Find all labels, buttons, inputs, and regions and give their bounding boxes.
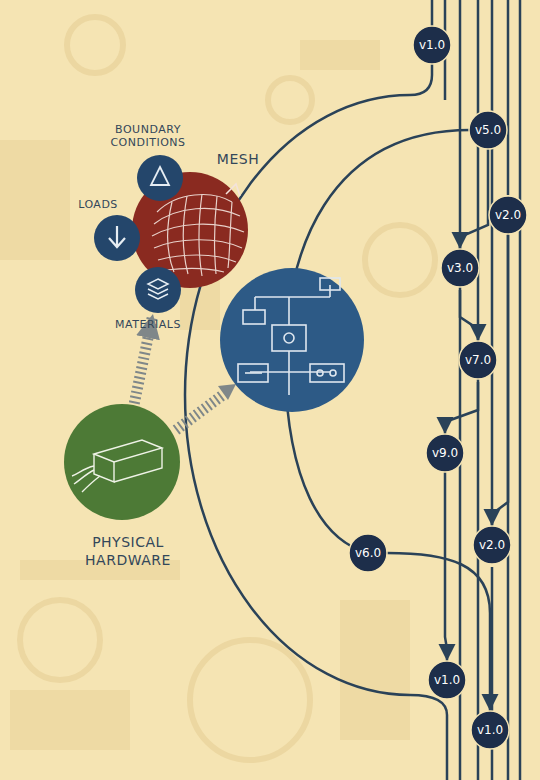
boundary-conditions-circle: BOUNDARY CONDITIONS [137, 155, 183, 201]
physical-hardware-circle: PHYSICAL HARDWARE [64, 404, 180, 520]
version-label: v2.0 [473, 526, 511, 564]
version-arrow [445, 472, 447, 661]
materials-circle: MATERIALS [135, 267, 181, 313]
version-arrow [460, 287, 478, 341]
version-circle: v5.0 [469, 111, 507, 149]
version-label: v5.0 [469, 111, 507, 149]
version-circle: v6.0 [349, 534, 387, 572]
version-circle: v2.0 [473, 526, 511, 564]
circle-shape [135, 267, 181, 313]
hatched-arrow [176, 384, 236, 430]
version-circle: v3.0 [441, 249, 479, 287]
node-label: BOUNDARY CONDITIONS [93, 123, 203, 151]
version-circle: v9.0 [426, 434, 464, 472]
version-circle: v1.0 [471, 711, 509, 749]
version-arrow [387, 553, 490, 711]
circle-shape [64, 404, 180, 520]
version-label: v1.0 [428, 661, 466, 699]
schematic-circle [220, 268, 364, 412]
node-label: MATERIALS [103, 318, 193, 332]
loads-circle: LOADS [94, 215, 140, 261]
version-arrow [460, 149, 488, 249]
node-label: PHYSICAL HARDWARE [68, 534, 188, 569]
version-label: v6.0 [349, 534, 387, 572]
version-circle: v2.0 [489, 196, 527, 234]
version-label: v2.0 [489, 196, 527, 234]
version-arrow [445, 379, 478, 434]
version-arrow [492, 234, 508, 526]
version-label: v1.0 [471, 711, 509, 749]
circle-shape [137, 155, 183, 201]
version-circle: v1.0 [428, 661, 466, 699]
node-label: LOADS [68, 198, 128, 212]
circle-shape [94, 215, 140, 261]
version-label: v7.0 [459, 341, 497, 379]
version-circle: v7.0 [459, 341, 497, 379]
version-label: v1.0 [413, 26, 451, 64]
version-label: v9.0 [426, 434, 464, 472]
version-label: v3.0 [441, 249, 479, 287]
version-circle: v1.0 [413, 26, 451, 64]
node-label: MESH [208, 151, 268, 169]
